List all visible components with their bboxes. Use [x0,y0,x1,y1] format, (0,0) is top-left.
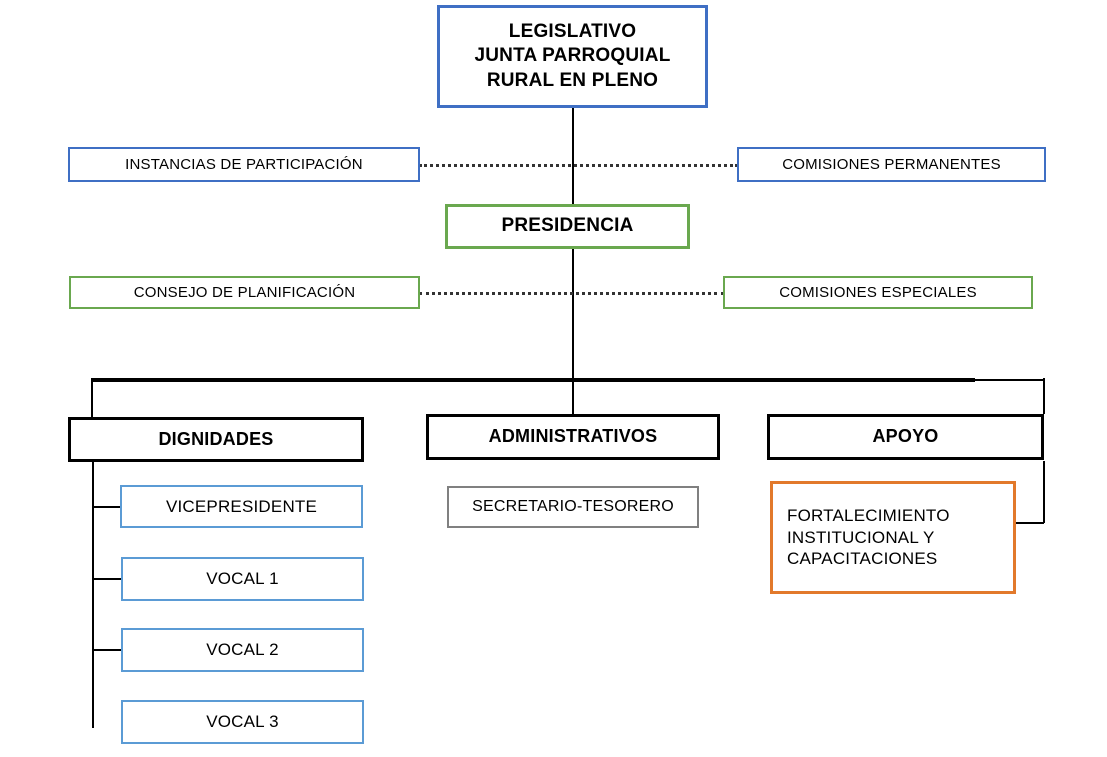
node-secretario-tesorero-label: SECRETARIO-TESORERO [472,497,674,515]
connector-distribution-bar [91,378,975,382]
node-dignidades-label: DIGNIDADES [158,428,274,449]
node-apoyo[interactable]: APOYO [767,414,1044,460]
connector-stub-vocal-1 [92,578,122,580]
node-consejo-planificacion-label: CONSEJO DE PLANIFICACIÓN [133,283,356,301]
connector-drop-fortalecimiento [1043,461,1045,523]
connector-dotted-row1 [419,164,738,167]
node-apoyo-label: APOYO [872,426,939,447]
node-secretario-tesorero[interactable]: SECRETARIO-TESORERO [447,486,699,528]
node-vocal-1[interactable]: VOCAL 1 [121,557,364,601]
node-vocal-2-label: VOCAL 2 [206,640,279,660]
node-vocal-2[interactable]: VOCAL 2 [121,628,364,672]
connector-spine-dignidades [92,462,94,728]
connector-drop-apoyo [1043,378,1045,414]
connector-distribution-bar-extension [973,379,1045,381]
node-vocal-1-label: VOCAL 1 [206,569,279,589]
node-vocal-3[interactable]: VOCAL 3 [121,700,364,744]
node-comisiones-permanentes-label: COMISIONES PERMANENTES [782,155,1001,173]
node-dignidades[interactable]: DIGNIDADES [68,417,364,462]
node-presidencia[interactable]: PRESIDENCIA [445,204,690,249]
connector-stub-fortalecimiento [1012,522,1044,524]
node-comisiones-especiales[interactable]: COMISIONES ESPECIALES [723,276,1033,309]
connector-drop-dignidades [91,378,93,418]
connector-drop-administrativos [572,378,574,414]
node-vicepresidente-label: VICEPRESIDENTE [165,496,318,516]
node-instancias-de-participacion[interactable]: INSTANCIAS DE PARTICIPACIÓN [68,147,420,182]
connector-stub-vicepresidente [92,506,122,508]
connector-stub-vocal-2 [92,649,122,651]
node-administrativos[interactable]: ADMINISTRATIVOS [426,414,720,460]
node-comisiones-permanentes[interactable]: COMISIONES PERMANENTES [737,147,1046,182]
node-comisiones-especiales-label: COMISIONES ESPECIALES [779,283,977,301]
node-administrativos-label: ADMINISTRATIVOS [488,426,658,447]
node-consejo-de-planificacion[interactable]: CONSEJO DE PLANIFICACIÓN [69,276,420,309]
node-presidencia-label: PRESIDENCIA [501,215,634,237]
node-instancias-label: INSTANCIAS DE PARTICIPACIÓN [125,155,363,173]
node-vicepresidente[interactable]: VICEPRESIDENTE [120,485,363,528]
connector-spine-top [572,107,574,210]
node-vocal-3-label: VOCAL 3 [206,712,279,732]
connector-spine-mid [572,249,574,381]
connector-dotted-row2 [419,292,724,295]
